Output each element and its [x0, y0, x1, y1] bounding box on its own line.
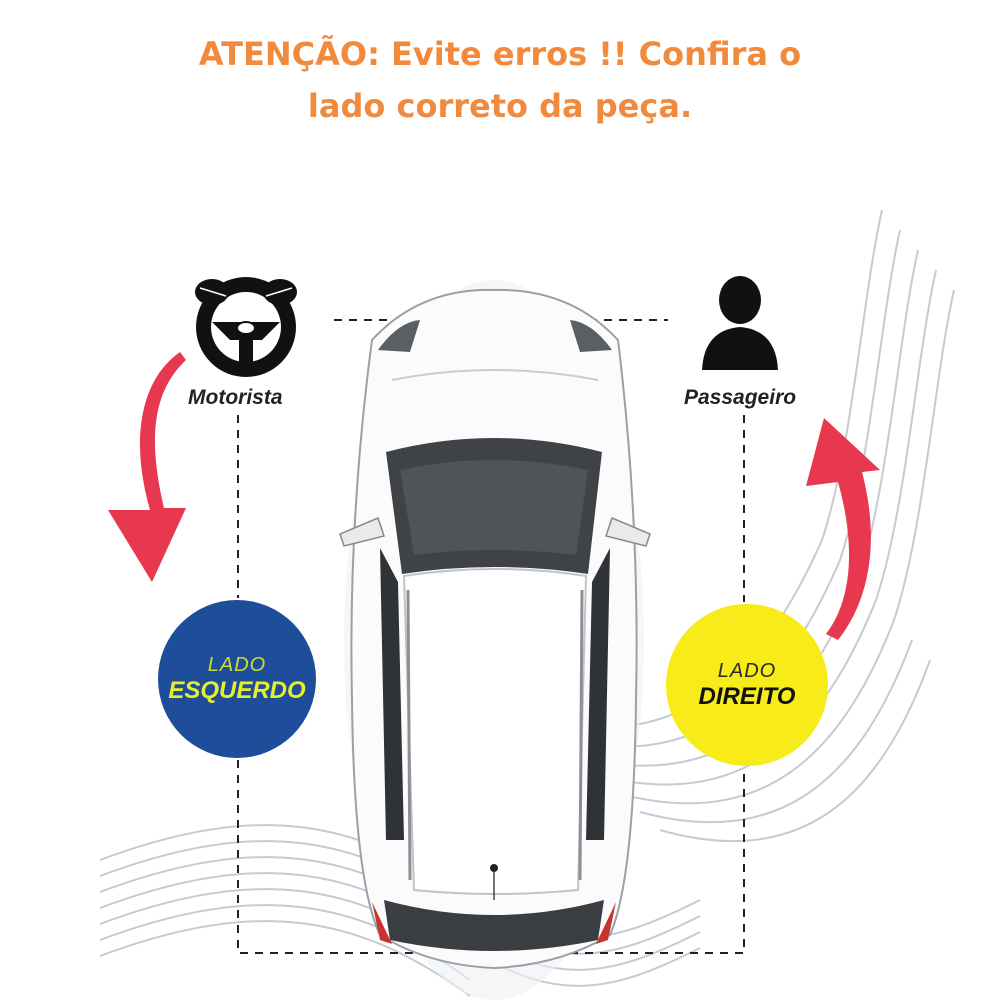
left-side-badge: LADO ESQUERDO [158, 600, 316, 758]
left-arrow-icon [108, 352, 186, 582]
right-side-badge: LADO DIREITO [666, 604, 828, 766]
headline-line-2: lado correto da peça. [307, 87, 693, 125]
passenger-label: Passageiro [684, 386, 797, 409]
left-badge-small: LADO [207, 653, 267, 676]
left-badge-big: ESQUERDO [168, 676, 306, 704]
right-badge-big: DIREITO [698, 682, 796, 710]
person-icon [702, 276, 778, 370]
right-arrow-icon [806, 418, 880, 640]
right-badge-small: LADO [717, 659, 777, 682]
headline: ATENÇÃO: Evite erros !! Confira o lado c… [0, 28, 1000, 132]
tire-tracks [99, 209, 955, 997]
steering-wheel-icon [195, 277, 297, 377]
driver-label: Motorista [188, 386, 283, 409]
headline-line-1: ATENÇÃO: Evite erros !! Confira o [198, 35, 802, 73]
car-top-view-image [339, 280, 651, 1000]
